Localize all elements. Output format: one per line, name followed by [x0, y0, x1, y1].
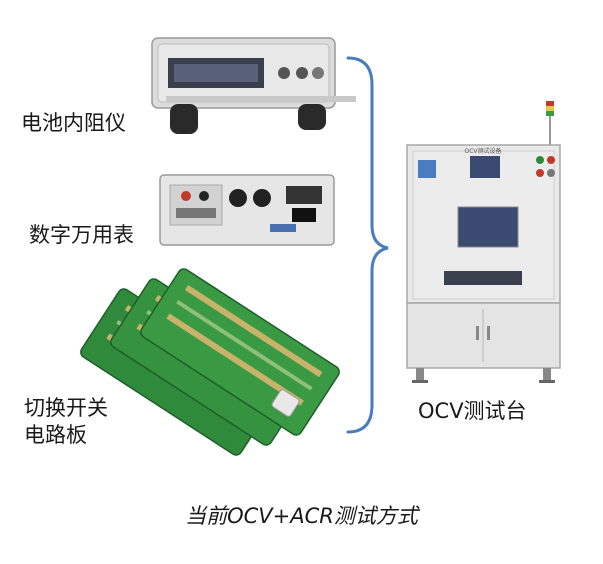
pcb-boards-image	[80, 268, 340, 456]
label-switch-board-line1: 切换开关	[24, 396, 108, 420]
diagram-caption: 当前OCV+ACR测试方式	[185, 504, 418, 528]
station-panel-title: OCV测试设备	[464, 147, 501, 155]
grouping-brace	[346, 56, 389, 434]
label-resistance-meter: 电池内阻仪	[21, 111, 126, 135]
multimeter-image	[159, 174, 335, 246]
label-switch-board-line2: 电路板	[24, 423, 87, 447]
label-ocv-station: OCV测试台	[418, 399, 527, 423]
label-multimeter: 数字万用表	[29, 223, 134, 247]
resistance-meter-image	[151, 37, 356, 134]
ocv-station-image	[406, 101, 561, 383]
